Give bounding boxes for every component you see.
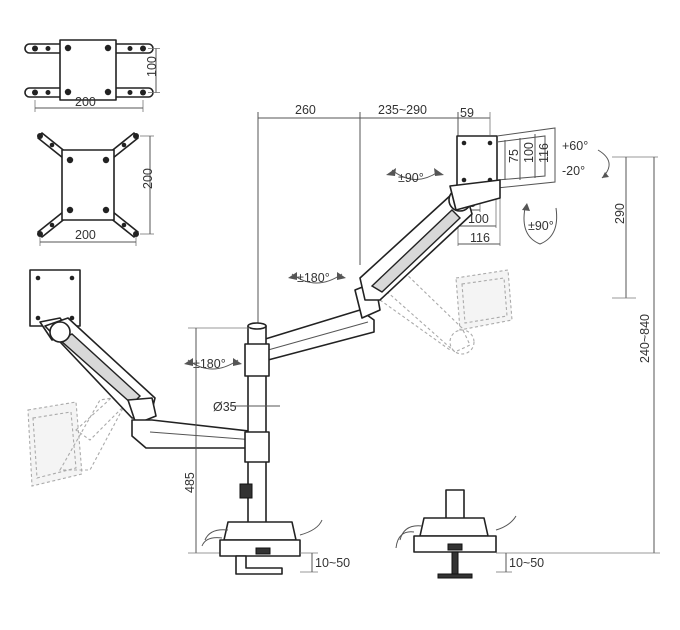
height-min-label: 290 — [613, 203, 627, 224]
right-monitor-arm — [261, 179, 501, 361]
lower-width-116: 116 — [470, 231, 490, 245]
right-vesa-plate — [456, 127, 556, 189]
rotate-side-label: ±90° — [528, 219, 554, 233]
plate-height-100: 100 — [522, 142, 536, 163]
mounting-pole — [230, 322, 280, 527]
right-clamp-label: 10~50 — [509, 556, 544, 570]
vesa1-width-label: 200 — [75, 95, 96, 109]
height-total-label: 240~840 — [638, 314, 652, 363]
ghost-right-monitor — [379, 267, 513, 355]
plate-height-75: 75 — [507, 149, 521, 163]
plate-height-116: 116 — [537, 143, 551, 163]
left-clamp-label: 10~50 — [315, 556, 350, 570]
height-range-lines — [496, 156, 660, 554]
arm-right-rotation-icon — [288, 272, 346, 284]
vesa-pattern-200x200 — [37, 132, 154, 246]
lower-width-100: 100 — [468, 212, 489, 226]
reach-dimension-lines — [257, 112, 491, 328]
rotate-arrow-icon — [522, 203, 558, 245]
left-monitor-arm — [29, 269, 267, 449]
ghost-left-monitor — [27, 389, 133, 487]
tilt-down-label: -20° — [562, 164, 585, 178]
tilt-arrow-icon — [597, 149, 610, 179]
vesa2-width-label: 200 — [75, 228, 96, 242]
swivel-arrow-icon — [386, 168, 444, 180]
vesa-pattern-200x100 — [24, 39, 160, 112]
arm-left-rotation-icon — [184, 358, 242, 370]
tilt-up-label: +60° — [562, 139, 588, 153]
vesa1-height-label: 100 — [145, 56, 159, 77]
left-clamp-dim — [300, 552, 318, 573]
right-clamp-base — [395, 489, 517, 579]
reach-right-label: 235~290 — [378, 103, 427, 117]
pole-diameter-label: Ø35 — [213, 400, 237, 414]
right-clamp-dim — [496, 553, 512, 573]
reach-left-label: 260 — [295, 103, 316, 117]
swivel-top-label: ±90° — [398, 171, 424, 185]
left-clamp-base — [201, 519, 323, 575]
vesa2-height-label: 200 — [141, 168, 155, 189]
pole-height-label: 485 — [183, 472, 197, 493]
plate-depth-label: 59 — [460, 106, 474, 120]
